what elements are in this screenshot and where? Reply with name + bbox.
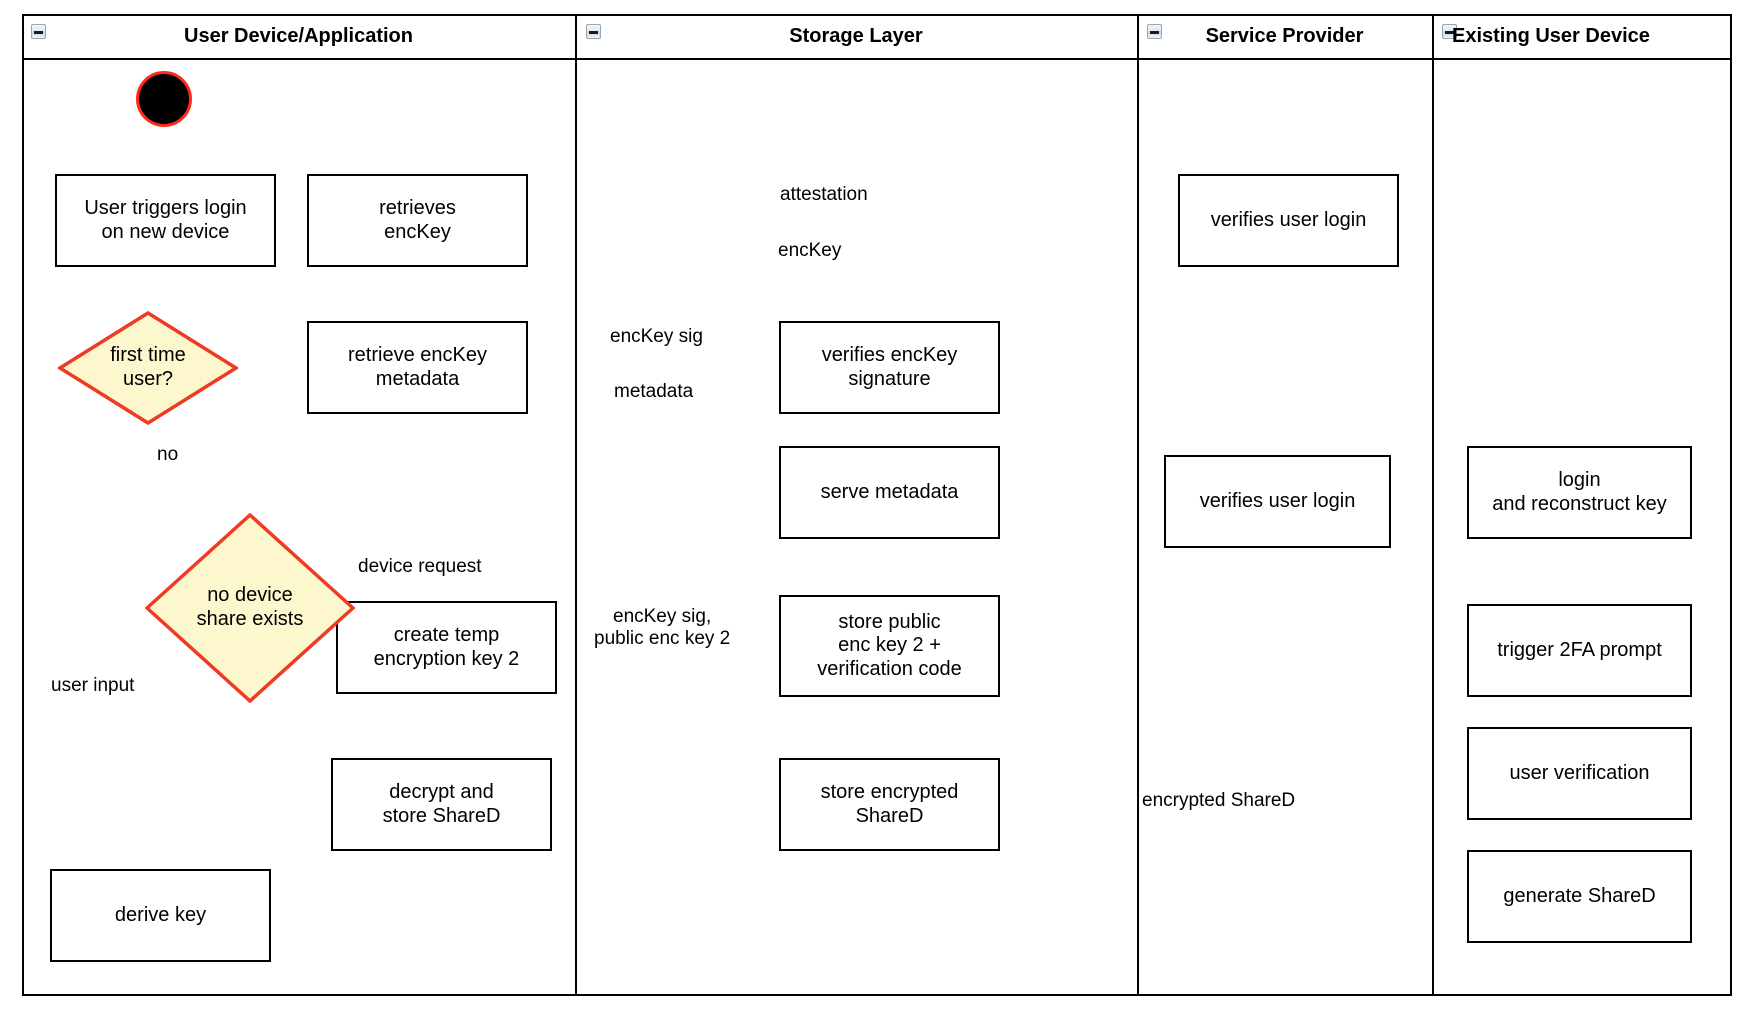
edge-label-enckey: encKey <box>776 240 844 262</box>
node-login-and-reconstruct-key[interactable]: login and reconstruct key <box>1467 446 1692 539</box>
node-verifies-enckey-signature[interactable]: verifies encKey signature <box>779 321 1000 414</box>
decision-first-time-user[interactable]: first time user? <box>58 311 238 425</box>
lane-collapse-icon-service-provider[interactable] <box>1147 24 1162 39</box>
lane-title-storage: Storage Layer <box>789 25 923 47</box>
edge-label-enckey-sig-public-enc-key-2: encKey sig, public enc key 2 <box>592 606 733 650</box>
lane-collapse-icon-storage[interactable] <box>586 24 601 39</box>
node-serve-metadata[interactable]: serve metadata <box>779 446 1000 539</box>
node-generate-shared[interactable]: generate ShareD <box>1467 850 1692 943</box>
node-retrieves-enckey[interactable]: retrieves encKey <box>307 174 528 267</box>
node-store-public-enc-key-2[interactable]: store public enc key 2 + verification co… <box>779 595 1000 697</box>
lane-title-existing-device: Existing User Device <box>1452 25 1650 47</box>
lane-header-rule <box>22 58 1732 60</box>
lane-divider-1 <box>575 14 577 996</box>
lane-title-user-device: User Device/Application <box>184 25 413 47</box>
edge-label-attestation: attestation <box>778 184 870 206</box>
edge-label-user-input: user input <box>49 675 137 697</box>
node-verifies-user-login-mid[interactable]: verifies user login <box>1164 455 1391 548</box>
edge-label-enckey-sig: encKey sig <box>608 326 705 348</box>
lane-divider-2 <box>1137 14 1139 996</box>
node-decrypt-and-store-shared[interactable]: decrypt and store ShareD <box>331 758 552 851</box>
decision-first-time-user-shape <box>58 311 238 425</box>
node-user-triggers-login[interactable]: User triggers login on new device <box>55 174 276 267</box>
edge-label-encrypted-shared: encrypted ShareD <box>1140 790 1298 812</box>
node-store-encrypted-shared[interactable]: store encrypted ShareD <box>779 758 1000 851</box>
node-create-temp-encryption-key-2[interactable]: create temp encryption key 2 <box>336 601 557 694</box>
decision-no-device-share-exists-shape <box>145 513 355 703</box>
node-trigger-2fa-prompt[interactable]: trigger 2FA prompt <box>1467 604 1692 697</box>
edge-label-no: no <box>155 444 181 466</box>
edge-label-metadata: metadata <box>612 381 696 403</box>
lane-collapse-icon-user-device[interactable] <box>31 24 46 39</box>
decision-no-device-share-exists[interactable]: no device share exists <box>145 513 355 703</box>
lane-divider-3 <box>1432 14 1434 996</box>
start-node <box>136 71 192 127</box>
node-user-verification[interactable]: user verification <box>1467 727 1692 820</box>
node-verifies-user-login-top[interactable]: verifies user login <box>1178 174 1399 267</box>
lane-title-service-provider: Service Provider <box>1205 25 1364 47</box>
lane-collapse-icon-existing-device[interactable] <box>1442 24 1457 39</box>
node-retrieve-enckey-metadata[interactable]: retrieve encKey metadata <box>307 321 528 414</box>
edge-label-device-request: device request <box>356 556 484 578</box>
node-derive-key[interactable]: derive key <box>50 869 271 962</box>
